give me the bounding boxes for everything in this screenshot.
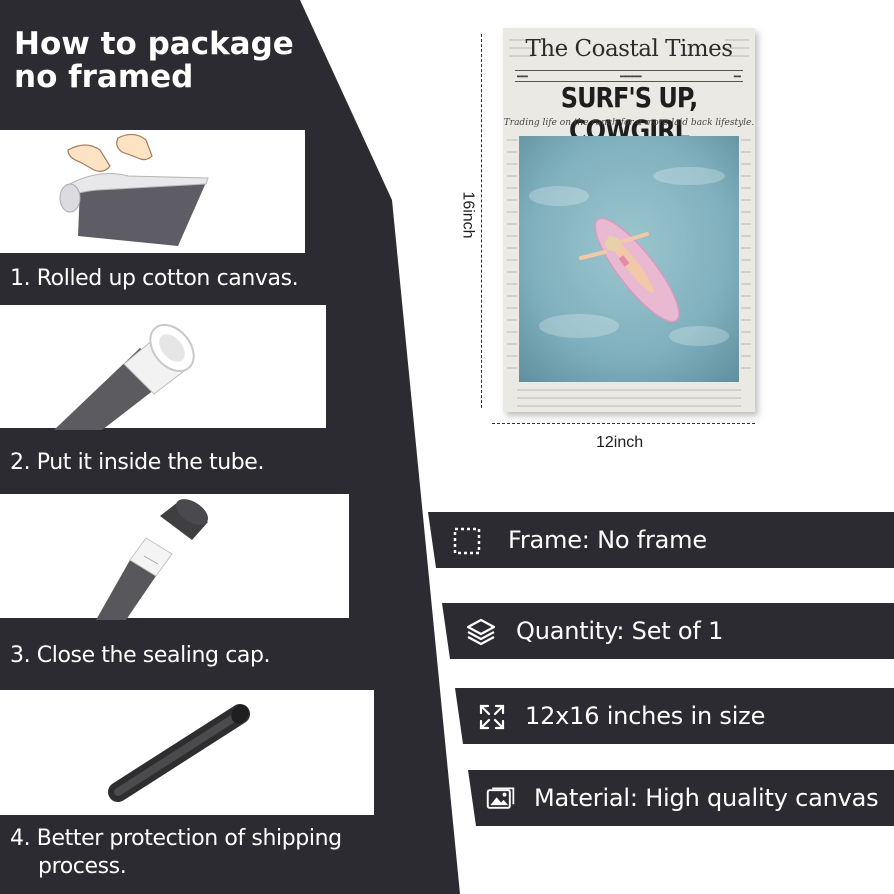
step-4-label-line1: 4. Better protection of shipping bbox=[10, 826, 342, 851]
feature-size-bar bbox=[455, 688, 894, 744]
feature-material-text: Material: High quality canvas bbox=[534, 784, 879, 812]
width-dimension-label: 12inch bbox=[596, 434, 644, 451]
step-2-label: 2. Put it inside the tube. bbox=[10, 450, 265, 475]
surfer-photo bbox=[519, 136, 739, 382]
hands-rolling-canvas-icon bbox=[59, 133, 209, 246]
feature-material-bar bbox=[468, 770, 894, 826]
width-dimension-line bbox=[492, 423, 755, 424]
poster-subline: Trading life on the ranch for a more lai… bbox=[503, 118, 755, 128]
packaging-title-line1: How to package bbox=[14, 26, 294, 62]
packaging-title-line2: no framed bbox=[14, 59, 194, 95]
packaging-title: How to package no framed bbox=[14, 28, 294, 94]
feature-size-text: 12x16 inches in size bbox=[525, 702, 766, 730]
feature-size: 12x16 inches in size bbox=[455, 688, 894, 744]
newsprint-texture bbox=[507, 39, 751, 407]
dateline-rule-left: ▬▬▬ bbox=[517, 72, 528, 80]
step-4-label: 4. Better protection of shipping process… bbox=[10, 825, 342, 881]
height-dimension-label: 16inch bbox=[459, 191, 477, 239]
dateline-rule-right: ▬▬ bbox=[733, 72, 741, 80]
newspaper-masthead: The Coastal Times bbox=[525, 36, 733, 62]
image-icon bbox=[486, 787, 515, 809]
feature-frame-text: Frame: No frame bbox=[508, 526, 707, 554]
feature-material: Material: High quality canvas bbox=[468, 770, 894, 826]
height-dimension-line bbox=[481, 34, 482, 408]
dateline-rule-center: ▬▬▬▬▬▬ bbox=[619, 72, 642, 80]
expand-icon bbox=[479, 704, 505, 730]
canvas-poster: The Coastal Times ▬▬▬ ▬▬▬▬▬▬ ▬▬ SURF'S U… bbox=[503, 28, 755, 412]
feature-frame: Frame: No frame bbox=[428, 512, 894, 568]
feature-quantity: Quantity: Set of 1 bbox=[442, 603, 894, 659]
frame-icon bbox=[453, 527, 481, 555]
layers-icon bbox=[466, 618, 496, 646]
canvas-in-tube-icon bbox=[54, 323, 195, 430]
feature-quantity-text: Quantity: Set of 1 bbox=[516, 617, 724, 645]
feature-frame-bar bbox=[428, 512, 894, 568]
sealed-tube-icon bbox=[108, 704, 250, 802]
step-4-label-line2: process. bbox=[38, 854, 127, 879]
step-3-label: 3. Close the sealing cap. bbox=[10, 643, 271, 668]
step-1-label: 1. Rolled up cotton canvas. bbox=[10, 266, 299, 291]
tube-with-cap-icon bbox=[96, 499, 209, 620]
newspaper-dateline: ▬▬▬ ▬▬▬▬▬▬ ▬▬ bbox=[515, 70, 743, 82]
feature-quantity-bar bbox=[442, 603, 894, 659]
